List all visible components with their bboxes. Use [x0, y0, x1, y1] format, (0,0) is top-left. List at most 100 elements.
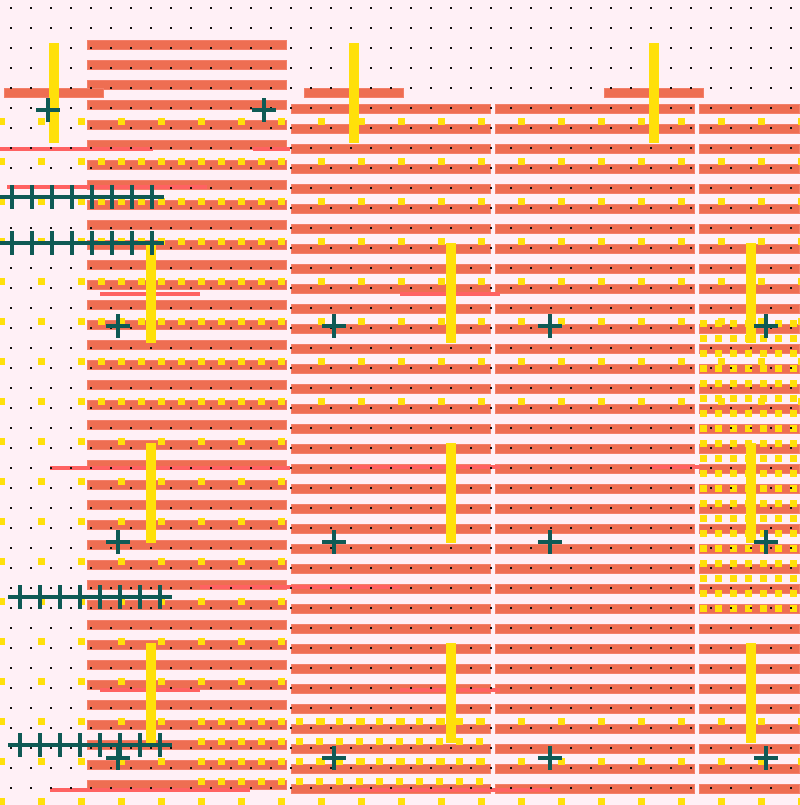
- grid-dot: [430, 527, 432, 529]
- via-square: [456, 738, 463, 745]
- grid-dot: [370, 127, 372, 129]
- grid-dot: [110, 47, 112, 49]
- grid-dot: [390, 647, 392, 649]
- grid-dot: [790, 687, 792, 689]
- grid-dot: [390, 107, 392, 109]
- grid-dot: [250, 47, 252, 49]
- grid-dot: [430, 47, 432, 49]
- grid-dot: [430, 427, 432, 429]
- grid-dot: [330, 587, 332, 589]
- grid-dot: [130, 67, 132, 69]
- grid-dot: [150, 607, 152, 609]
- via-square: [730, 350, 737, 357]
- grid-dot: [630, 607, 632, 609]
- grid-dot: [310, 787, 312, 789]
- grid-dot: [670, 47, 672, 49]
- via-square: [198, 398, 205, 405]
- via-square: [730, 500, 737, 507]
- grid-dot: [290, 487, 292, 489]
- grid-dot: [350, 227, 352, 229]
- grid-dot: [490, 227, 492, 229]
- grid-dot: [670, 727, 672, 729]
- grid-dot: [250, 287, 252, 289]
- grid-dot: [530, 707, 532, 709]
- metal-stripe: [291, 464, 491, 474]
- grid-dot: [530, 607, 532, 609]
- grid-dot: [170, 747, 172, 749]
- grid-dot: [110, 567, 112, 569]
- grid-dot: [310, 387, 312, 389]
- cross-marker-icon: [36, 98, 60, 122]
- grid-dot: [750, 627, 752, 629]
- cross-marker-icon: [88, 585, 112, 609]
- grid-dot: [150, 147, 152, 149]
- grid-dot: [650, 307, 652, 309]
- grid-dot: [390, 427, 392, 429]
- grid-dot: [190, 327, 192, 329]
- via-square: [438, 158, 445, 165]
- grid-dot: [550, 27, 552, 29]
- via-square: [376, 738, 383, 745]
- grid-dot: [630, 367, 632, 369]
- grid-dot: [210, 207, 212, 209]
- grid-dot: [490, 247, 492, 249]
- grid-dot: [630, 147, 632, 149]
- grid-dot: [190, 7, 192, 9]
- grid-dot: [130, 307, 132, 309]
- grid-dot: [450, 47, 452, 49]
- grid-dot: [690, 607, 692, 609]
- grid-dot: [230, 507, 232, 509]
- via-square: [775, 335, 782, 342]
- via-square: [760, 455, 767, 462]
- via-square: [715, 605, 722, 612]
- grid-dot: [70, 527, 72, 529]
- cross-marker-icon: [106, 314, 130, 338]
- grid-dot: [650, 7, 652, 9]
- via-square: [456, 758, 463, 765]
- grid-dot: [510, 167, 512, 169]
- grid-dot: [730, 627, 732, 629]
- grid-dot: [570, 667, 572, 669]
- grid-dot: [70, 407, 72, 409]
- grid-dot: [310, 547, 312, 549]
- grid-dot: [430, 307, 432, 309]
- grid-dot: [430, 107, 432, 109]
- metal-stripe: [291, 684, 491, 694]
- via-square: [715, 425, 722, 432]
- metal-stripe: [87, 260, 287, 270]
- grid-dot: [590, 487, 592, 489]
- grid-dot: [650, 247, 652, 249]
- grid-dot: [130, 607, 132, 609]
- grid-dot: [590, 767, 592, 769]
- grid-dot: [150, 27, 152, 29]
- via-square: [396, 738, 403, 745]
- grid-dot: [350, 427, 352, 429]
- grid-dot: [390, 87, 392, 89]
- via-bar: [49, 43, 59, 143]
- grid-dot: [690, 247, 692, 249]
- grid-dot: [530, 387, 532, 389]
- cross-marker-icon: [48, 733, 72, 757]
- grid-dot: [130, 747, 132, 749]
- grid-dot: [730, 87, 732, 89]
- via-square: [760, 425, 767, 432]
- grid-dot: [610, 167, 612, 169]
- grid-dot: [710, 567, 712, 569]
- grid-dot: [310, 7, 312, 9]
- metal-stripe: [291, 484, 491, 494]
- grid-dot: [590, 207, 592, 209]
- grid-dot: [770, 647, 772, 649]
- via-square: [518, 198, 525, 205]
- grid-dot: [590, 7, 592, 9]
- grid-dot: [270, 787, 272, 789]
- via-square: [598, 758, 605, 765]
- metal-stripe: [291, 744, 491, 754]
- grid-dot: [750, 427, 752, 429]
- grid-dot: [210, 607, 212, 609]
- grid-dot: [310, 327, 312, 329]
- grid-dot: [270, 147, 272, 149]
- grid-dot: [750, 787, 752, 789]
- grid-dot: [110, 607, 112, 609]
- grid-dot: [270, 687, 272, 689]
